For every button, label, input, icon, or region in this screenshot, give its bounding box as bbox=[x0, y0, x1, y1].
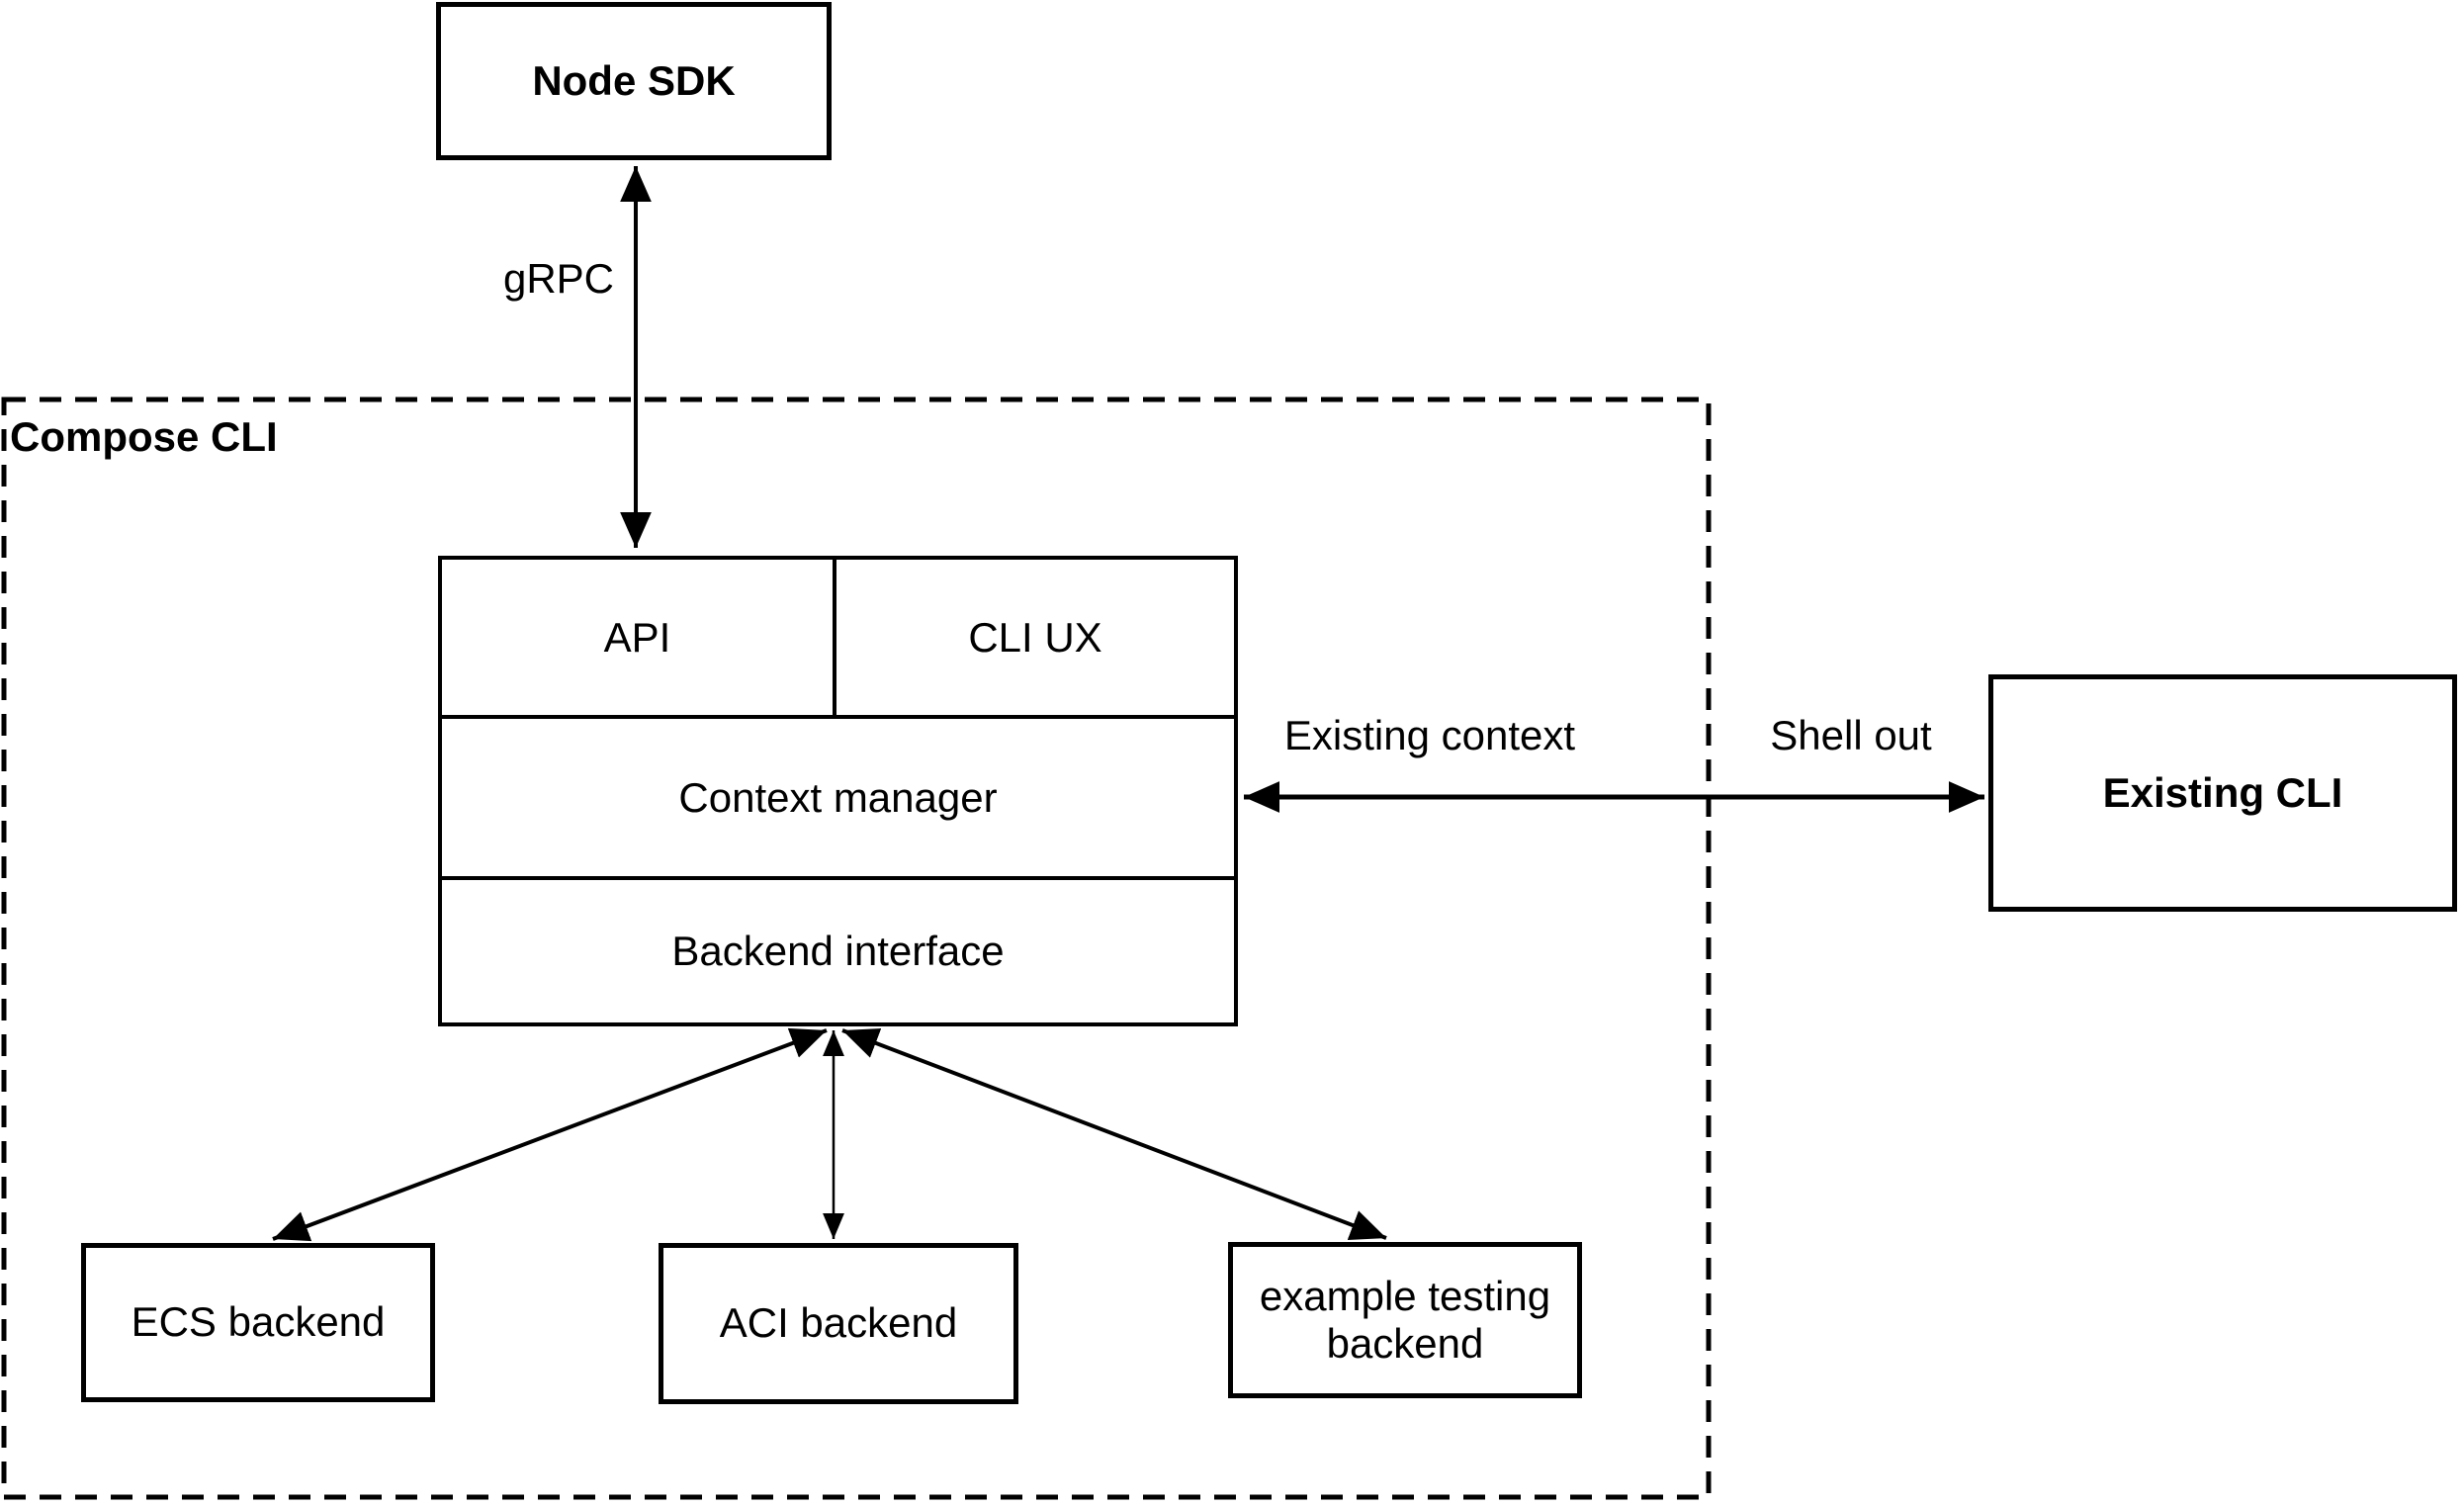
backend-interface-box: Backend interface bbox=[442, 880, 1234, 1022]
api-label: API bbox=[603, 613, 671, 661]
existing-cli-box: Existing CLI bbox=[1988, 674, 2457, 912]
ecs-backend-label: ECS backend bbox=[131, 1298, 386, 1346]
backend-interface-label: Backend interface bbox=[671, 928, 1005, 974]
shell-out-edge-label: Shell out bbox=[1770, 712, 1932, 758]
node-sdk-box: Node SDK bbox=[436, 2, 832, 160]
grpc-edge-label: gRPC bbox=[502, 255, 615, 302]
stack-top-row: API CLI UX bbox=[442, 560, 1234, 719]
ecs-backend-box: ECS backend bbox=[81, 1243, 435, 1402]
existing-cli-label: Existing CLI bbox=[2102, 768, 2343, 816]
cli-ux-box: CLI UX bbox=[836, 560, 1234, 715]
api-box: API bbox=[442, 560, 836, 715]
context-manager-label: Context manager bbox=[678, 773, 998, 821]
example-testing-backend-label: example testing backend bbox=[1259, 1272, 1551, 1367]
context-manager-box: Context manager bbox=[442, 719, 1234, 880]
example-backend-arrow bbox=[841, 1028, 1387, 1240]
compose-cli-stack: API CLI UX Context manager Backend inter… bbox=[438, 556, 1238, 1026]
compose-cli-group-label: Compose CLI bbox=[10, 413, 278, 460]
cli-ux-label: CLI UX bbox=[968, 613, 1102, 661]
aci-backend-box: ACI backend bbox=[659, 1243, 1018, 1404]
aci-backend-label: ACI backend bbox=[719, 1299, 958, 1347]
existing-context-edge-label: Existing context bbox=[1283, 712, 1576, 758]
ecs-backend-arrow bbox=[272, 1027, 828, 1242]
node-sdk-label: Node SDK bbox=[532, 56, 736, 104]
example-testing-backend-box: example testing backend bbox=[1228, 1242, 1582, 1398]
